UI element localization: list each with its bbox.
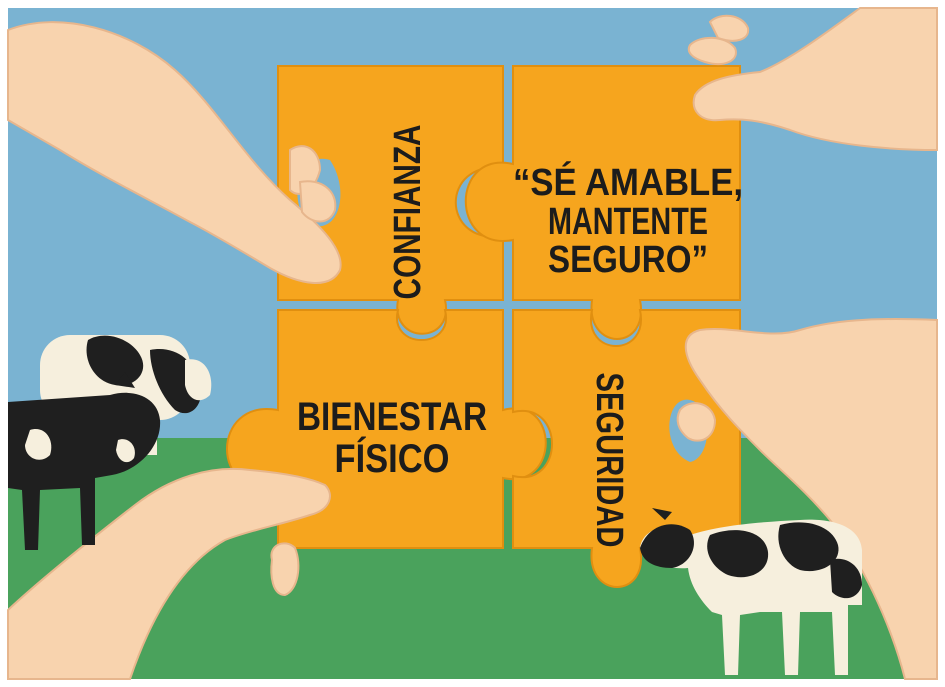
cow-icon-back-left (40, 335, 212, 455)
label-se-amable-line-3: SEGURO” (548, 239, 708, 281)
label-fisico: FÍSICO (335, 436, 450, 481)
label-se-amable-line-1: “SÉ AMABLE, (513, 160, 743, 204)
cow-icon-right (640, 508, 862, 675)
label-se-amable-line-2: MANTENTE (548, 201, 708, 243)
puzzle-piece-top-right (464, 65, 741, 340)
hand-icon-bottom-right (676, 318, 938, 680)
label-confianza: CONFIANZA (387, 125, 429, 300)
puzzle-piece-bottom-right (512, 309, 741, 588)
hand-icon-top-right (687, 7, 938, 152)
hand-icon-top-left (7, 21, 342, 284)
label-bienestar: BIENESTAR (297, 395, 487, 439)
hand-icon-bottom-left (7, 467, 331, 680)
label-seguridad: SEGURIDAD (588, 373, 630, 548)
cow-icon-front-left (8, 372, 161, 550)
